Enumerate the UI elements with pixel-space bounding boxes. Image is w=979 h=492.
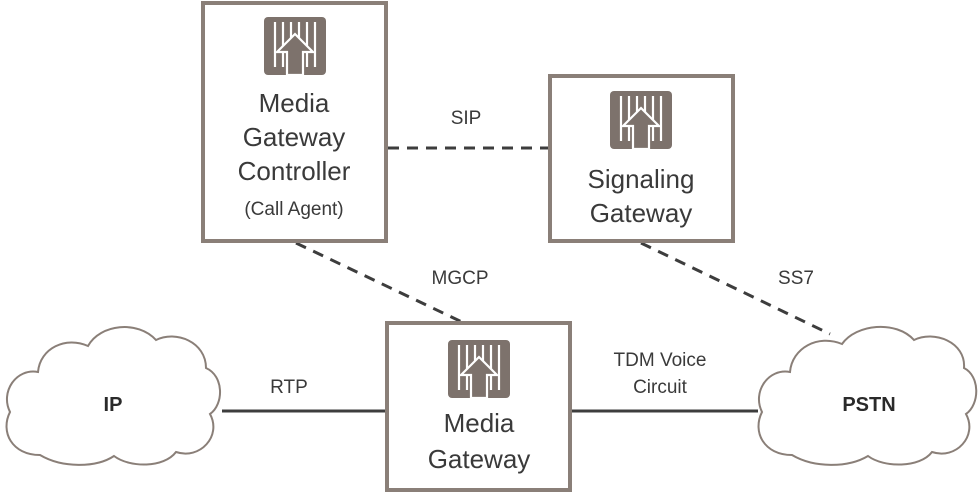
gateway-icon bbox=[262, 15, 328, 77]
pstn-label: PSTN bbox=[842, 394, 895, 416]
tdm-label-line2: Circuit bbox=[633, 377, 688, 398]
mgc-label-line2: Gateway bbox=[243, 122, 346, 152]
sg-label-line1: Signaling bbox=[588, 164, 695, 194]
mgc-sublabel: (Call Agent) bbox=[244, 199, 343, 220]
signaling-gateway-node: Signaling Gateway bbox=[548, 74, 735, 243]
mg-label-line1: Media bbox=[444, 408, 515, 438]
mgc-label-line3: Controller bbox=[238, 156, 351, 186]
media-gateway-node: Media Gateway bbox=[385, 321, 572, 492]
mgc-label-line1: Media bbox=[259, 88, 330, 118]
mgcp-label: MGCP bbox=[432, 268, 489, 289]
sip-label: SIP bbox=[451, 108, 482, 129]
gateway-icon bbox=[608, 89, 674, 151]
mg-label-line2: Gateway bbox=[428, 444, 531, 474]
tdm-label-line1: TDM Voice bbox=[614, 350, 707, 371]
pstn-cloud: PSTN bbox=[757, 326, 978, 466]
ip-label: IP bbox=[104, 394, 123, 416]
mgcp-link bbox=[295, 241, 463, 324]
rtp-label: RTP bbox=[270, 377, 308, 398]
gateway-icon bbox=[446, 338, 512, 400]
ip-cloud: IP bbox=[5, 326, 222, 466]
ss7-label: SS7 bbox=[778, 268, 814, 289]
sg-label-line2: Gateway bbox=[590, 198, 693, 228]
media-gateway-controller-node: Media Gateway Controller (Call Agent) bbox=[201, 1, 388, 243]
ss7-link bbox=[640, 241, 831, 336]
